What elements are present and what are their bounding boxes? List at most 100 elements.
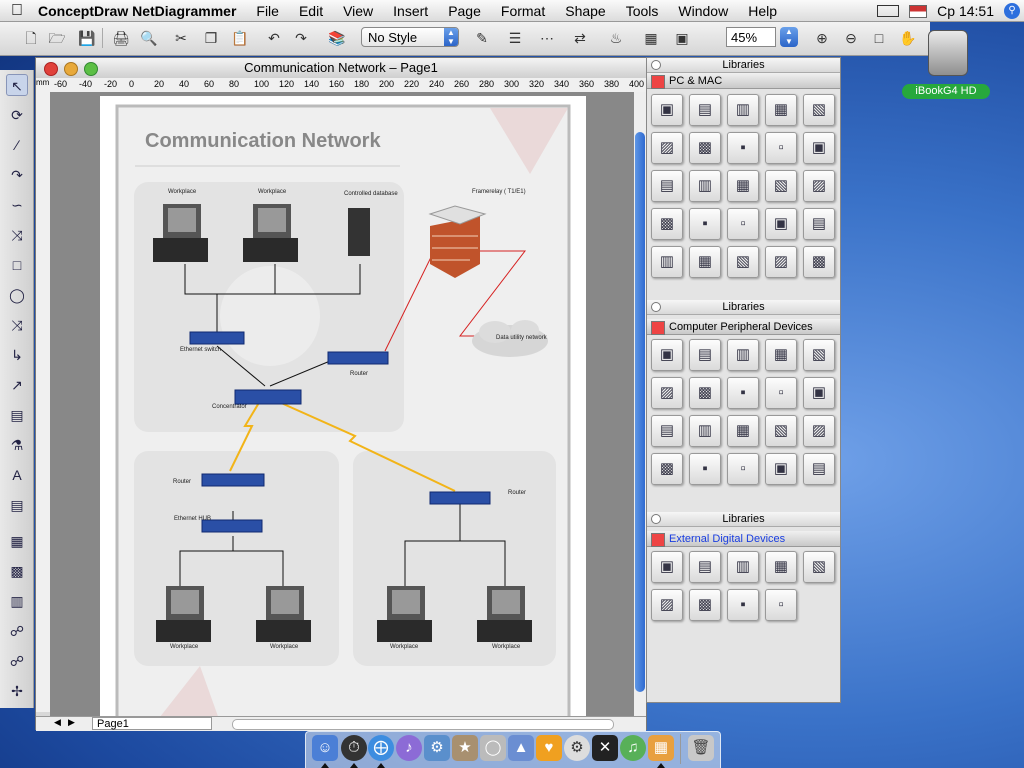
print-icon[interactable]: 🖨 <box>112 30 130 46</box>
garageband-icon[interactable]: ♫ <box>620 735 646 761</box>
horizontal-scroll-thumb[interactable] <box>232 719 614 730</box>
menu-help[interactable]: Help <box>748 2 777 19</box>
scanner-box-icon[interactable]: ▥ <box>651 246 683 278</box>
library-name-external[interactable]: External Digital Devices <box>647 531 840 547</box>
spotlight-icon[interactable]: ⚲ <box>1004 3 1020 19</box>
server-icon[interactable]: ▨ <box>651 132 683 164</box>
terminal-icon[interactable]: ▫ <box>727 208 759 240</box>
fill-color-icon[interactable]: ♨ <box>609 30 623 46</box>
menu-insert[interactable]: Insert <box>393 2 429 19</box>
style-select[interactable]: No Style ▲▼ <box>361 27 459 47</box>
notebook-icon[interactable]: ▤ <box>803 208 835 240</box>
page-next-icon[interactable]: ▶ <box>68 717 75 727</box>
battery-icon[interactable] <box>877 5 900 17</box>
clock[interactable]: Cp 14:51 <box>937 3 994 19</box>
stamp-tool-icon[interactable]: ⚗ <box>10 437 24 453</box>
ipod-icon[interactable]: ▩ <box>689 589 721 621</box>
app-store-icon[interactable]: ▲ <box>508 735 534 761</box>
collapse-icon[interactable] <box>651 514 661 524</box>
cinema-display-icon[interactable]: ▧ <box>765 170 797 202</box>
conceptdraw-icon[interactable]: ▦ <box>648 735 674 761</box>
link-icon[interactable]: ☍ <box>9 623 25 639</box>
workstation-icon[interactable]: ▦ <box>689 246 721 278</box>
zoom-in-icon[interactable]: ⊕ <box>816 30 828 46</box>
x11-icon[interactable]: ✕ <box>592 735 618 761</box>
hub-icon[interactable]: ▫ <box>727 453 759 485</box>
disk-drive-icon[interactable]: ▣ <box>803 377 835 409</box>
printer-icon[interactable]: ▤ <box>689 551 721 583</box>
itunes-icon[interactable]: ♪ <box>396 735 422 761</box>
minimize-window-icon[interactable] <box>64 62 78 76</box>
microphone-icon[interactable]: ▪ <box>727 377 759 409</box>
ip-phone-icon[interactable]: ▣ <box>765 453 797 485</box>
mp3-player-icon[interactable]: ▨ <box>651 589 683 621</box>
zoom-fit-icon[interactable]: □ <box>874 30 884 46</box>
media-card-icon[interactable]: ▪ <box>727 589 759 621</box>
tablet-icon[interactable]: ▦ <box>727 415 759 447</box>
pc-tower-icon[interactable]: ▣ <box>651 94 683 126</box>
zoom-stepper-icon[interactable]: ▲▼ <box>780 27 798 47</box>
direct-connector-icon[interactable]: ↗ <box>11 377 23 393</box>
zoom-input[interactable]: 45% <box>726 27 776 47</box>
vertical-scrollbar[interactable] <box>634 92 646 716</box>
hand-tool-icon[interactable]: ✋ <box>899 30 917 46</box>
page-prev-icon[interactable]: ◀ <box>54 717 61 727</box>
flat-panel-icon[interactable]: ▫ <box>765 132 797 164</box>
phone-icon[interactable]: ▥ <box>727 339 759 371</box>
dvd-drive-icon[interactable]: ▣ <box>651 339 683 371</box>
menu-tools[interactable]: Tools <box>625 2 659 19</box>
iphoto-icon[interactable]: ⚙ <box>424 735 450 761</box>
switch-icon[interactable]: ▪ <box>689 453 721 485</box>
library-header-1[interactable]: Libraries <box>647 58 840 73</box>
imac-g3-icon[interactable]: ▪ <box>727 132 759 164</box>
shadow-icon[interactable]: ▣ <box>675 30 689 46</box>
apple-display-icon[interactable]: ▣ <box>803 132 835 164</box>
arc-tool-icon[interactable]: ↷ <box>11 167 23 183</box>
headphones-icon[interactable]: ▩ <box>689 377 721 409</box>
diagram-page[interactable]: Communication Network <box>100 96 586 716</box>
modem-icon[interactable]: ▤ <box>803 453 835 485</box>
table-tool-icon[interactable]: ▤ <box>10 497 24 513</box>
library-books-icon[interactable]: 📚 <box>328 30 346 46</box>
lcd-display-icon[interactable]: ▦ <box>765 94 797 126</box>
library-header-2[interactable]: Libraries <box>647 300 840 315</box>
undo-icon[interactable]: ↶ <box>268 30 280 46</box>
cut-icon[interactable]: ✂ <box>175 30 187 46</box>
connector-tool-icon[interactable]: ⤨ <box>11 317 23 333</box>
menu-page[interactable]: Page <box>448 2 481 19</box>
keyboard-icon[interactable]: ▦ <box>765 339 797 371</box>
library-header-3[interactable]: Libraries <box>647 512 840 527</box>
mouse-white-icon[interactable]: ▩ <box>651 208 683 240</box>
dashboard-icon[interactable]: ⏱ <box>341 735 367 761</box>
preview-icon[interactable]: ★ <box>452 735 478 761</box>
projector-icon[interactable]: ▧ <box>803 551 835 583</box>
laptop-icon[interactable]: ▥ <box>727 94 759 126</box>
webcam-icon[interactable]: ▧ <box>765 415 797 447</box>
power-mac-icon[interactable]: ▦ <box>727 170 759 202</box>
imac-icon[interactable]: ▩ <box>689 132 721 164</box>
chain-icon[interactable]: ☍ <box>9 653 25 669</box>
print-preview-icon[interactable]: 🔍 <box>140 30 158 46</box>
ungroup-icon[interactable]: ▩ <box>10 563 24 579</box>
line-tool-icon[interactable]: ∕ <box>15 137 19 153</box>
pda-icon[interactable]: ▫ <box>765 589 797 621</box>
line-style-icon[interactable]: ⋯ <box>540 30 554 46</box>
handset-icon[interactable]: ▣ <box>651 551 683 583</box>
paste-icon[interactable]: 📋 <box>231 30 249 46</box>
apple-menu-icon[interactable]:  <box>0 2 34 20</box>
group-icon[interactable]: ▦ <box>10 533 24 549</box>
polyline-tool-icon[interactable]: ⤨ <box>11 227 23 243</box>
new-document-icon[interactable]: 🗋 <box>25 30 37 46</box>
mouse-icon[interactable]: ▨ <box>803 170 835 202</box>
camera-icon[interactable]: ▦ <box>765 551 797 583</box>
ups-icon[interactable]: ▤ <box>651 415 683 447</box>
kiosk-icon[interactable]: ▩ <box>803 246 835 278</box>
zoom-out-icon[interactable]: ⊖ <box>845 30 857 46</box>
zoom-window-icon[interactable] <box>84 62 98 76</box>
document-titlebar[interactable]: Communication Network – Page1 <box>36 58 646 79</box>
vertical-scroll-thumb[interactable] <box>635 132 645 692</box>
cd-drive-icon[interactable]: ▥ <box>689 415 721 447</box>
collapse-icon[interactable] <box>651 60 661 70</box>
fax-icon[interactable]: ▤ <box>689 339 721 371</box>
monitor-icon[interactable]: ▤ <box>689 94 721 126</box>
